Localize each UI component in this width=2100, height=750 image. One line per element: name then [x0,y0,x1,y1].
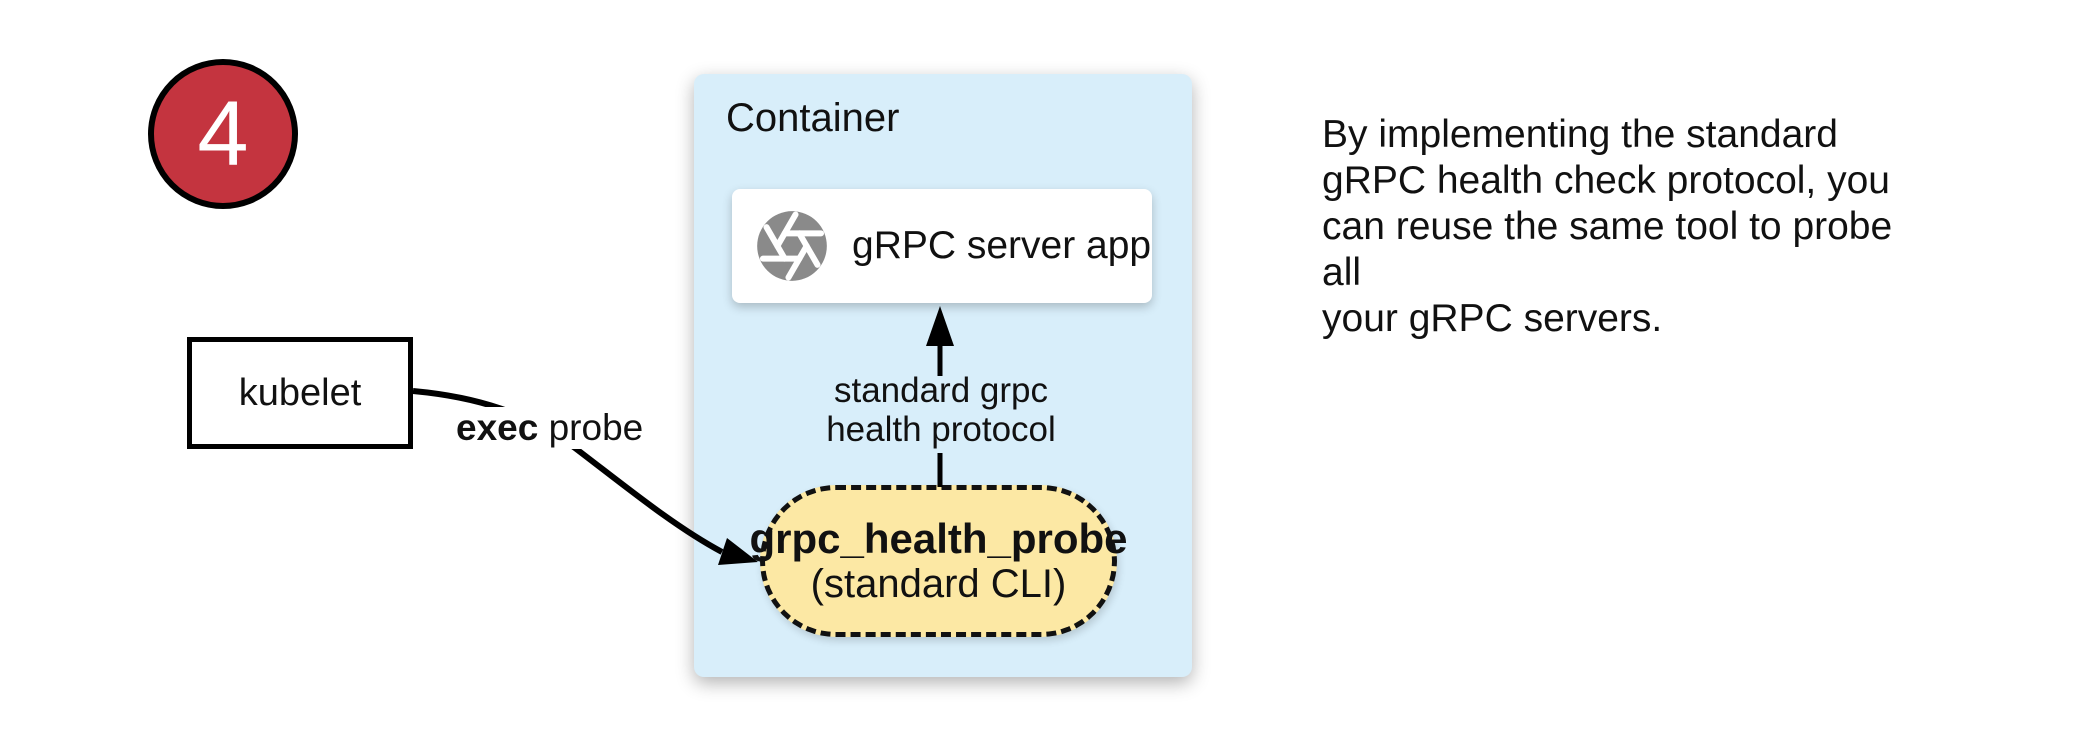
container-box: Container gRPC server app grpc_health_pr… [694,74,1192,677]
kubelet-label: kubelet [238,371,362,414]
exec-probe-label-rest: probe [538,407,644,448]
step-number: 4 [197,82,249,185]
grpc-server-label: gRPC server app [852,224,1152,267]
probe-pill-subtitle: (standard CLI) [810,562,1067,607]
note-text: By implementing the standard gRPC health… [1322,113,1893,340]
kubelet-box: kubelet [187,337,413,449]
grpc-health-probe-pill: grpc_health_probe (standard CLI) [749,485,1128,637]
exec-probe-label-emphasis: exec [456,407,539,448]
grpc-server-box: gRPC server app [732,189,1152,303]
aperture-icon [757,211,827,281]
health-protocol-label: standard grpc health protocol [826,371,1056,449]
probe-pill-title: grpc_health_probe [749,515,1128,563]
exec-probe-label: exec probe [450,407,650,449]
step-number-badge: 4 [148,59,298,209]
container-title: Container [726,96,900,140]
